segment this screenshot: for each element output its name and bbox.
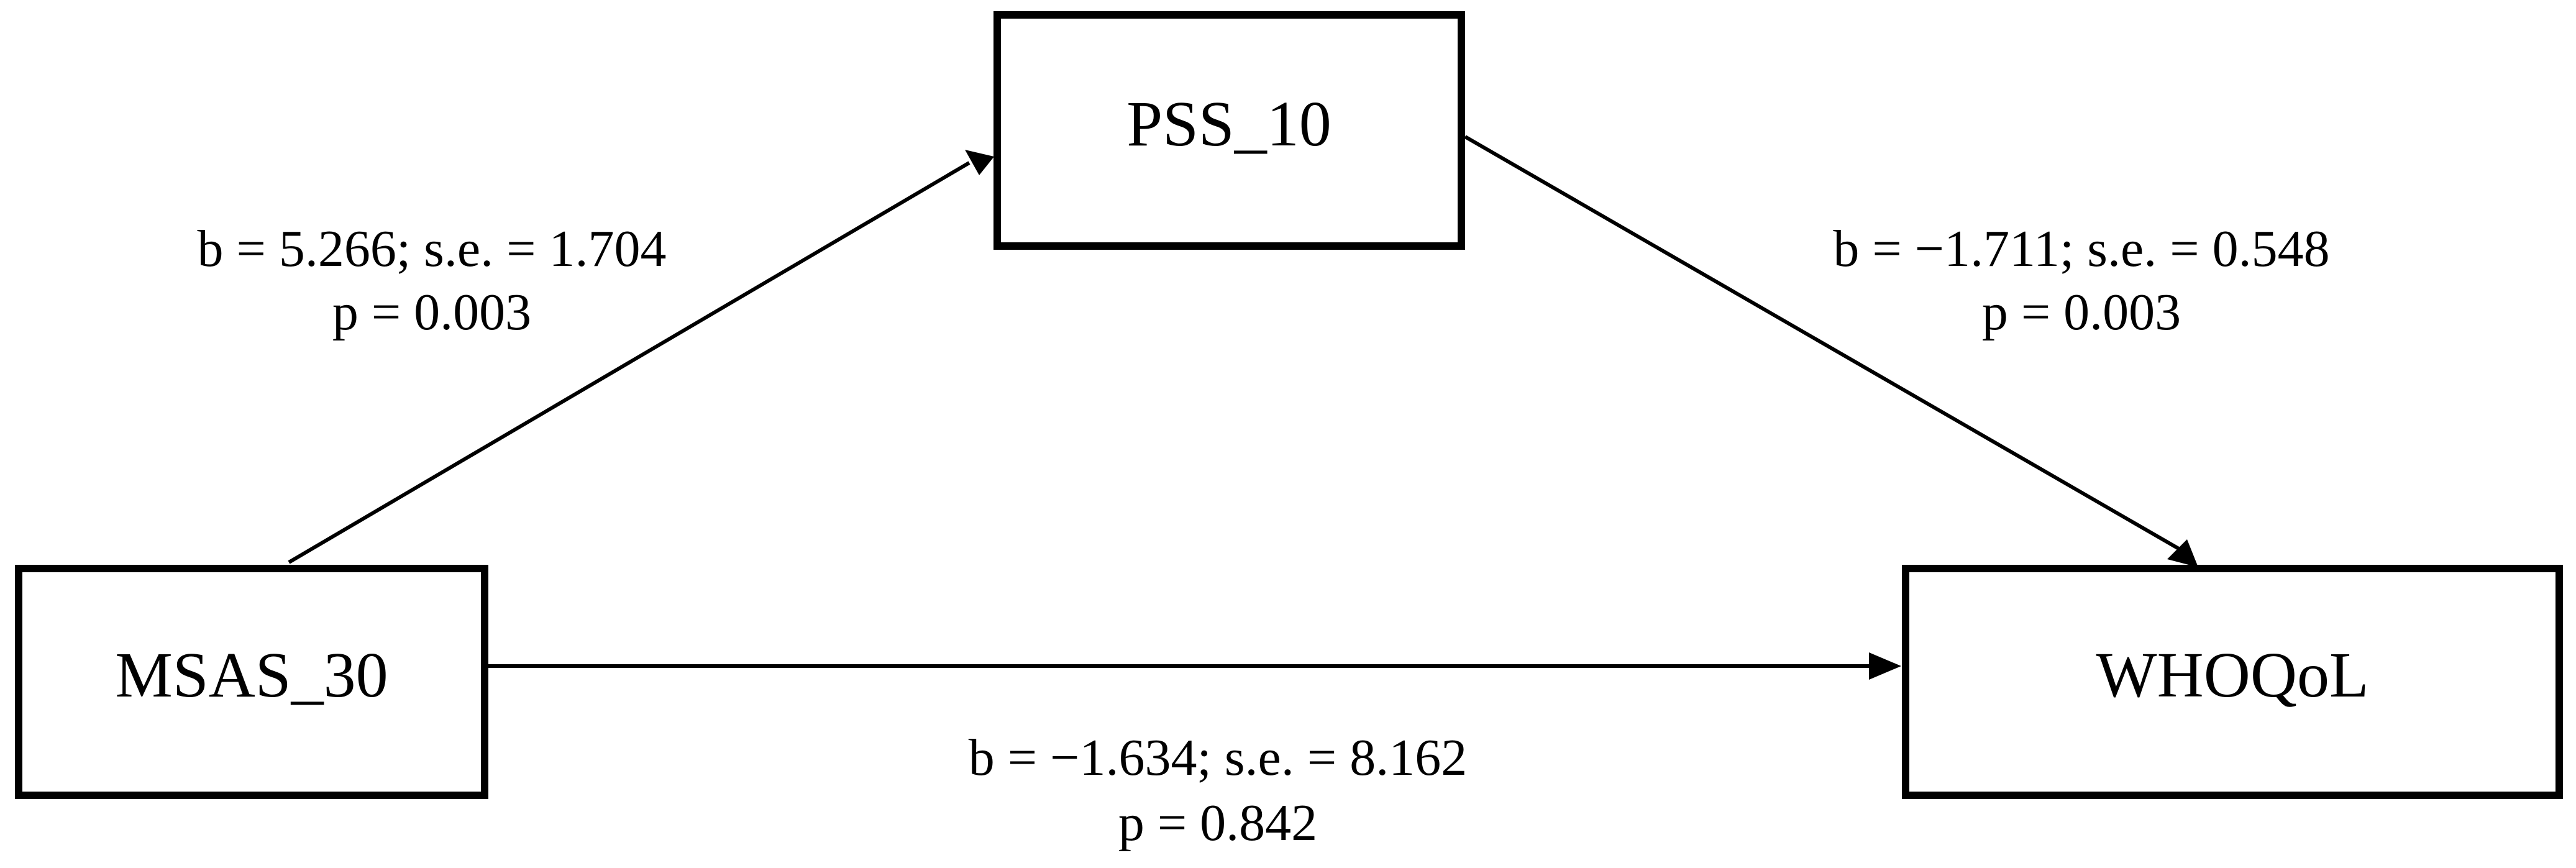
node-pss-10: PSS_10 (993, 11, 1465, 250)
path-b-arrowhead (2167, 539, 2198, 567)
path-c-p-value: p = 0.842 (1118, 794, 1317, 852)
path-b-label: b = −1.711; s.e. = 0.548 p = 0.003 (1833, 220, 2329, 341)
path-c-label: b = −1.634; s.e. = 8.162 p = 0.842 (969, 729, 1467, 852)
node-msas-30: MSAS_30 (15, 565, 488, 799)
path-a-coefficient: b = 5.266; s.e. = 1.704 (197, 220, 666, 278)
path-c-arrowhead (1869, 652, 1901, 680)
path-b-p-value: p = 0.003 (1982, 283, 2181, 341)
path-c-coefficient: b = −1.634; s.e. = 8.162 (969, 729, 1467, 787)
path-a-arrowhead (965, 150, 994, 175)
node-whoqol: WHOQoL (1902, 565, 2563, 799)
path-a-arrow (288, 150, 994, 564)
path-b-coefficient: b = −1.711; s.e. = 0.548 (1833, 220, 2329, 278)
path-c-arrow (488, 652, 1901, 680)
path-b-arrow (1464, 135, 2198, 567)
node-msas-30-label: MSAS_30 (115, 639, 388, 711)
node-pss-10-label: PSS_10 (1126, 88, 1331, 160)
path-a-label: b = 5.266; s.e. = 1.704 p = 0.003 (197, 220, 666, 341)
path-a-p-value: p = 0.003 (332, 283, 531, 341)
node-whoqol-label: WHOQoL (2096, 639, 2368, 711)
